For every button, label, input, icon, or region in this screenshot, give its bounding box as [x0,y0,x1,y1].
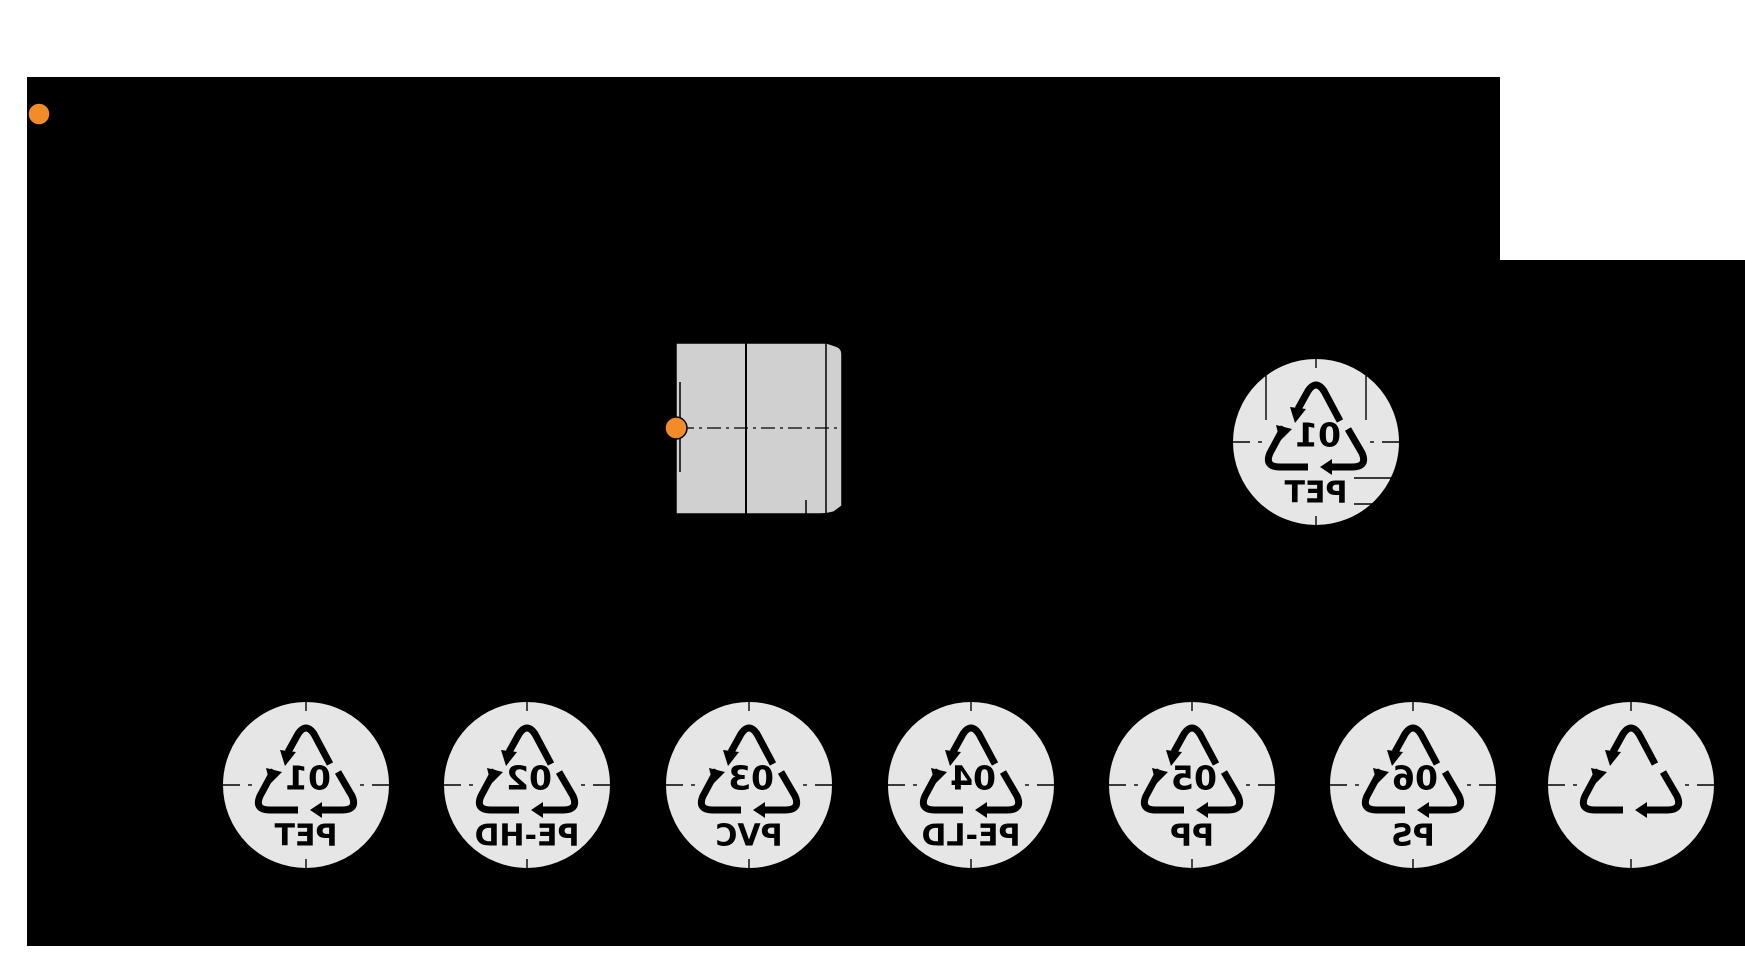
stamp-crosshair [665,701,833,869]
stamp-code: 04 [950,759,996,798]
stamp-crosshair [1232,358,1400,526]
stamp-crosshair [1547,701,1715,869]
stamp-crosshair [1329,701,1497,869]
stamp-crosshair [443,701,611,869]
stamp-label: PVC [715,819,782,854]
stamp-crosshair [887,701,1055,869]
stamp-code: 05 [1171,759,1217,798]
stamp-crosshair [1108,701,1276,869]
stamp-code: 01 [1295,416,1341,455]
stamp-mirrored-content [1579,724,1683,818]
recycle-arrowheads [709,750,765,818]
recycle-triangle-icon [1579,724,1683,814]
stamp-code: 03 [728,759,774,798]
stamp-crosshair [222,701,390,869]
stamp-code: 02 [506,759,552,798]
insert-marker [664,416,688,440]
recycle-arrowheads [1276,407,1332,475]
corner-marker [27,102,51,126]
recycle-triangle-icon [919,724,1023,814]
recycle-triangle-icon [475,724,579,814]
recycle-arrowheads [1373,750,1429,818]
stamp-label: PET [274,819,337,854]
stamp-insert [664,342,843,515]
stamp-label: PP [1170,819,1214,854]
featured-dimension-lines [1265,370,1394,505]
recycle-arrowheads [1152,750,1208,818]
recycle-triangle-icon [254,724,358,814]
stamp-label: PS [1391,819,1435,854]
recycle-triangle-icon [1264,381,1368,471]
recycle-triangle-icon [1361,724,1465,814]
recycle-arrowheads [931,750,987,818]
recycle-arrowheads [1591,750,1647,818]
stamp-code: 06 [1392,759,1438,798]
stamp-label: PE-HD [475,819,580,854]
stamp-label: PET [1284,476,1347,511]
background-shape [27,77,1745,946]
recycle-triangle-icon [1140,724,1244,814]
recycle-triangle-icon [697,724,801,814]
recycle-arrowheads [487,750,543,818]
recycle-arrowheads [266,750,322,818]
stamp-label: PE-LD [922,819,1021,854]
recycling-stamp-7 [1546,700,1716,870]
stamp-code: 01 [285,759,331,798]
insert-body [675,342,843,515]
